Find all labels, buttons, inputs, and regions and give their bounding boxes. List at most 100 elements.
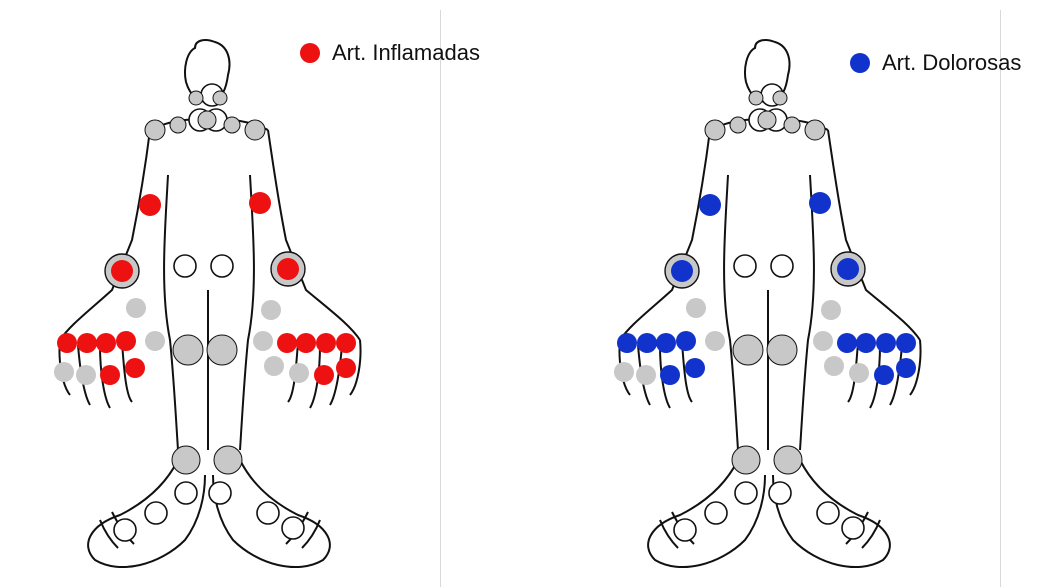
hand-joint bbox=[676, 331, 696, 351]
hand-joint bbox=[289, 363, 309, 383]
joint-outline-circle bbox=[174, 255, 196, 277]
joint-hip-right bbox=[767, 335, 797, 365]
hand-joint bbox=[656, 333, 676, 353]
body-outline bbox=[240, 175, 254, 450]
joint-sternum bbox=[758, 111, 776, 129]
hand-joint bbox=[100, 365, 120, 385]
hand-joint bbox=[96, 333, 116, 353]
hand-joint bbox=[813, 331, 833, 351]
joint-hip-left bbox=[173, 335, 203, 365]
joint-wrist-right bbox=[277, 258, 299, 280]
body-outline bbox=[724, 175, 738, 450]
hand-joint bbox=[116, 331, 136, 351]
hand-joint bbox=[705, 331, 725, 351]
joint-knee-right bbox=[774, 446, 802, 474]
hand-joint bbox=[821, 300, 841, 320]
hand-joint bbox=[145, 331, 165, 351]
hand-joint bbox=[336, 358, 356, 378]
joint-outline-circle bbox=[282, 517, 304, 539]
joint-sternum bbox=[198, 111, 216, 129]
joint-knee-left bbox=[732, 446, 760, 474]
hand-joint bbox=[637, 333, 657, 353]
body-outline bbox=[164, 175, 178, 450]
hand-joint bbox=[685, 358, 705, 378]
joint-outline-circle bbox=[175, 482, 197, 504]
joint-shoulder-right bbox=[245, 120, 265, 140]
hand-joint bbox=[253, 331, 273, 351]
hand-joint bbox=[617, 333, 637, 353]
hand-joint bbox=[261, 300, 281, 320]
joint-outline-circle bbox=[145, 502, 167, 524]
body-outline bbox=[828, 130, 920, 340]
joint-jaw-left bbox=[749, 91, 763, 105]
joint-outline-circle bbox=[211, 255, 233, 277]
joint-elbow-left bbox=[699, 194, 721, 216]
joint-hip-right bbox=[207, 335, 237, 365]
joint-outline-circle bbox=[705, 502, 727, 524]
joint-outline-circle bbox=[257, 502, 279, 524]
joint-knee-right bbox=[214, 446, 242, 474]
legend-label: Art. Inflamadas bbox=[332, 40, 480, 66]
joint-outline-circle bbox=[769, 482, 791, 504]
hand-joint bbox=[57, 333, 77, 353]
hand-joint bbox=[336, 333, 356, 353]
joint-wrist-left bbox=[671, 260, 693, 282]
hand-joint bbox=[660, 365, 680, 385]
legend-painful: Art. Dolorosas bbox=[850, 50, 1021, 76]
hand-joint bbox=[54, 362, 74, 382]
joint-outline-circle bbox=[735, 482, 757, 504]
joint-shoulder-right bbox=[805, 120, 825, 140]
hand-joint bbox=[636, 365, 656, 385]
joint-outline-circle bbox=[674, 519, 696, 541]
joint-knee-left bbox=[172, 446, 200, 474]
joint-clavicle-right bbox=[784, 117, 800, 133]
joint-wrist-right bbox=[837, 258, 859, 280]
hand-joint bbox=[77, 333, 97, 353]
joint-clavicle-left bbox=[170, 117, 186, 133]
hand-joint bbox=[316, 333, 336, 353]
hand-joint bbox=[876, 333, 896, 353]
body-outline bbox=[800, 175, 814, 450]
hand-joint bbox=[896, 333, 916, 353]
panel-divider bbox=[1000, 10, 1001, 587]
hand-joint bbox=[824, 356, 844, 376]
legend-inflamed: Art. Inflamadas bbox=[300, 40, 480, 66]
joint-outline-circle bbox=[817, 502, 839, 524]
joint-outline-circle bbox=[842, 517, 864, 539]
joint-elbow-right bbox=[809, 192, 831, 214]
legend-dot-icon bbox=[300, 43, 320, 63]
hand-joint bbox=[126, 298, 146, 318]
body-figure-painful bbox=[560, 0, 1064, 587]
joint-elbow-left bbox=[139, 194, 161, 216]
hand-joint bbox=[125, 358, 145, 378]
joint-shoulder-left bbox=[705, 120, 725, 140]
joint-outline-circle bbox=[734, 255, 756, 277]
hand-joint bbox=[296, 333, 316, 353]
joint-outline-circle bbox=[209, 482, 231, 504]
legend-dot-icon bbox=[850, 53, 870, 73]
joint-clavicle-right bbox=[224, 117, 240, 133]
hand-joint bbox=[614, 362, 634, 382]
hand-joint bbox=[837, 333, 857, 353]
hand-joint bbox=[277, 333, 297, 353]
body-figure-inflamed bbox=[0, 0, 520, 587]
hand-joint bbox=[76, 365, 96, 385]
hand-joint bbox=[874, 365, 894, 385]
joint-hip-left bbox=[733, 335, 763, 365]
joint-jaw-right bbox=[213, 91, 227, 105]
joint-outline-circle bbox=[771, 255, 793, 277]
joint-diagram-painful bbox=[560, 0, 1064, 587]
joint-jaw-left bbox=[189, 91, 203, 105]
hand-joint bbox=[849, 363, 869, 383]
joint-diagram-inflamed bbox=[0, 0, 520, 587]
panel-divider bbox=[440, 10, 441, 587]
joint-elbow-right bbox=[249, 192, 271, 214]
hand-joint bbox=[896, 358, 916, 378]
joint-clavicle-left bbox=[730, 117, 746, 133]
hand-joint bbox=[856, 333, 876, 353]
hand-joint bbox=[314, 365, 334, 385]
hand-joint bbox=[686, 298, 706, 318]
legend-label: Art. Dolorosas bbox=[882, 50, 1021, 76]
hand-joint bbox=[264, 356, 284, 376]
joint-jaw-right bbox=[773, 91, 787, 105]
